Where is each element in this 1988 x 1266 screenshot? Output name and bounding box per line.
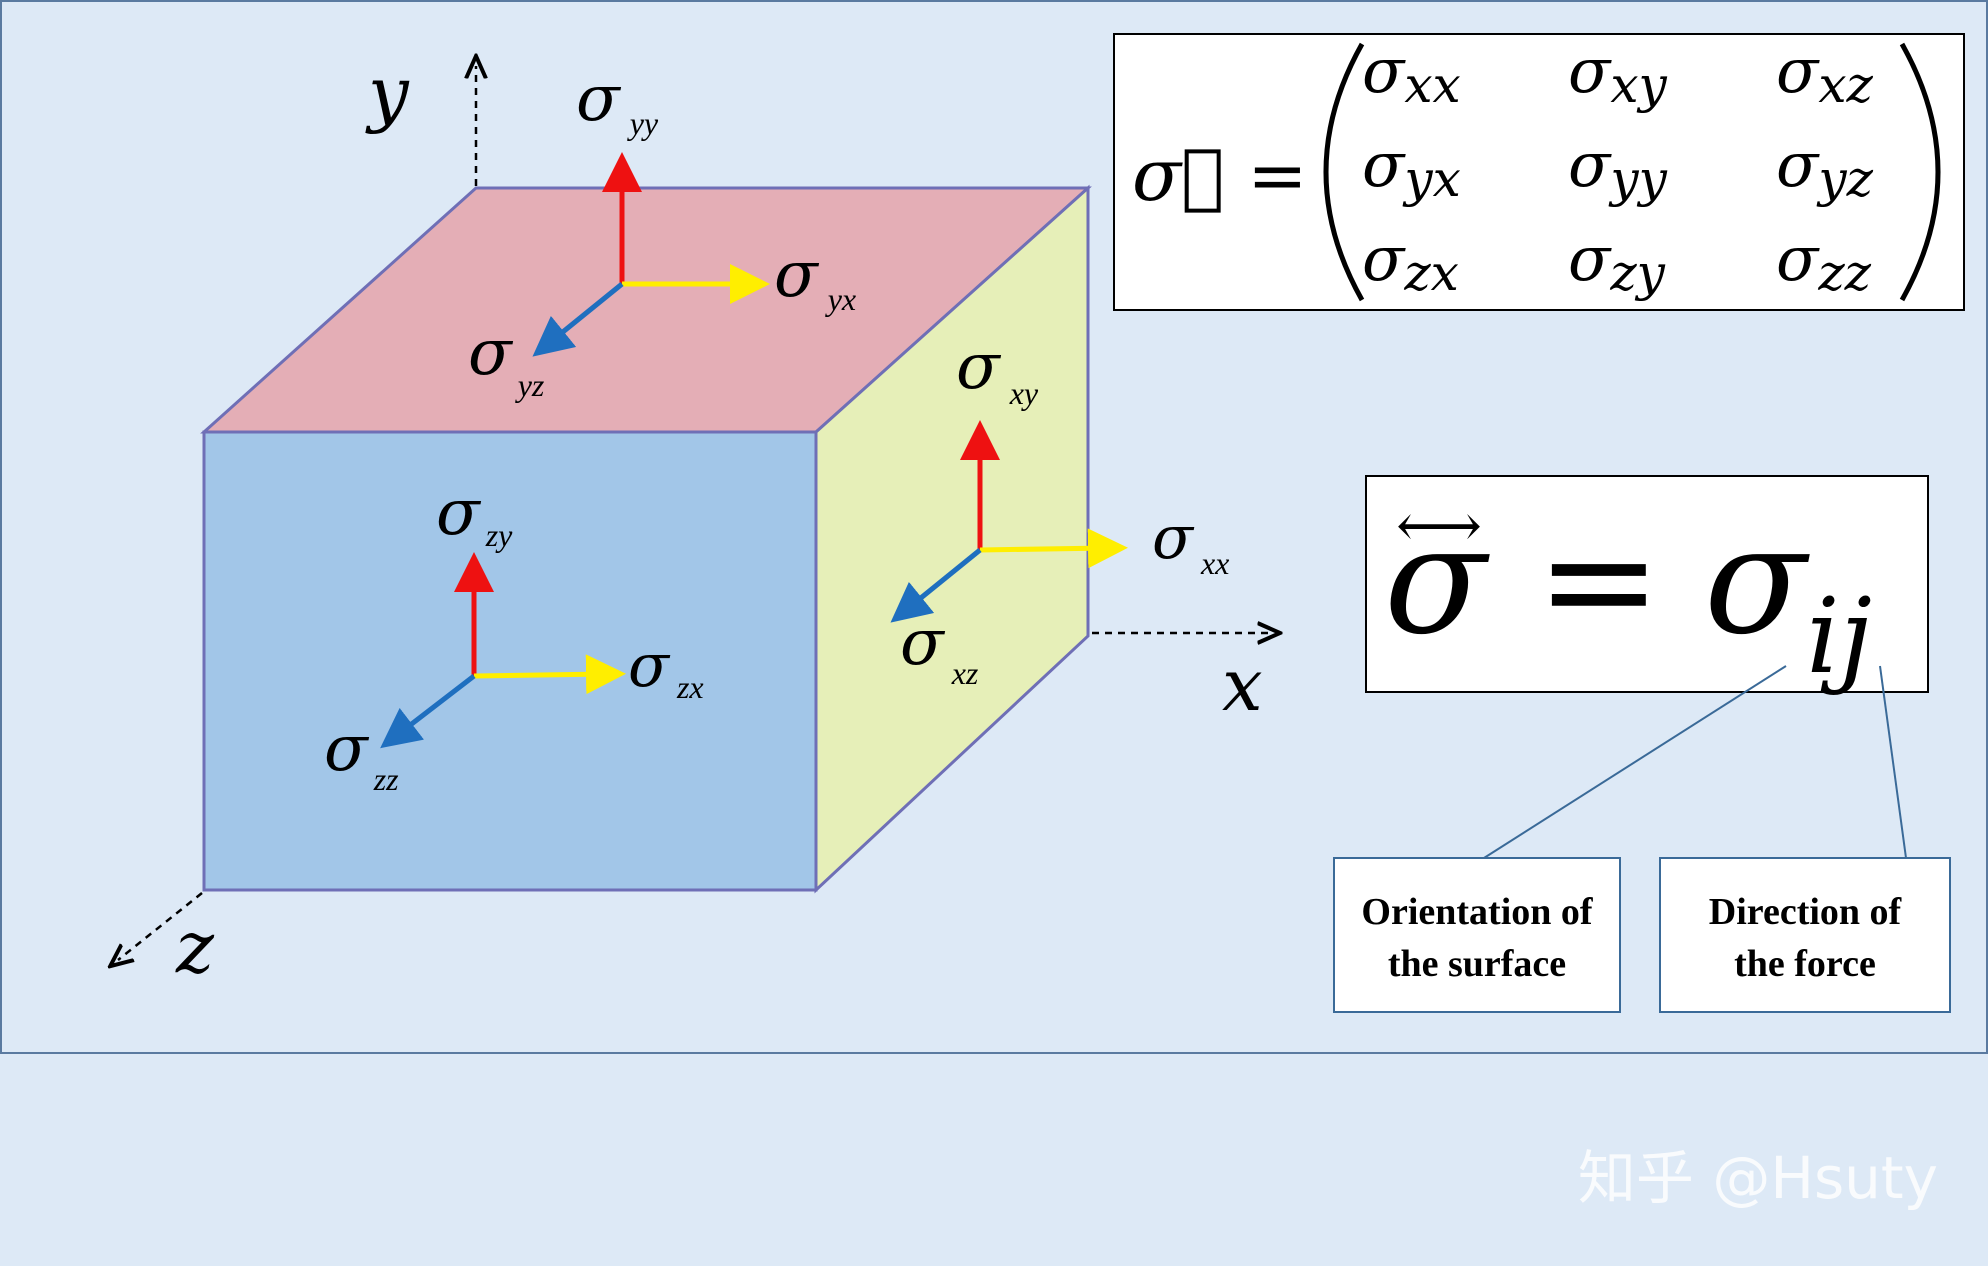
matrix-cell: σzy: [1568, 222, 1666, 302]
matrix-cell: σyz: [1776, 128, 1874, 208]
callout-surface-line1: Orientation of: [1361, 891, 1593, 933]
callout-surface-box: Orientation of the surface: [1333, 857, 1621, 1013]
matrix-cell: σxz: [1776, 34, 1874, 114]
sigma-xz-arrow: [890, 548, 982, 623]
index-notation-box: ⟷ σ = σij: [1365, 475, 1929, 697]
callout-force-line2: the force: [1734, 943, 1876, 985]
index-lhs-sigma: σ: [1384, 494, 1490, 668]
matrix-lhs: σ⃡ =: [1132, 133, 1308, 217]
watermark: 知乎 @Hsuty: [1578, 1144, 1938, 1212]
z-axis-label: z: [175, 905, 215, 989]
callout-force-box: Direction of the force: [1659, 857, 1951, 1013]
index-rhs: σij: [1704, 494, 1872, 697]
index-equals: =: [1536, 494, 1662, 668]
matrix-right-paren: [1899, 42, 1941, 302]
callout-force-line1: Direction of: [1709, 891, 1903, 933]
sigma-xx-arrow: [979, 528, 1128, 569]
sigma-yz-arrow: [532, 282, 624, 357]
matrix-cell: σyx: [1362, 128, 1461, 208]
x-axis-label: x: [1222, 643, 1263, 727]
matrix-left-paren: [1323, 42, 1365, 302]
callout-line-force: [1879, 665, 1907, 859]
side-face-arrows: [890, 420, 1128, 623]
matrix-cell: σzx: [1362, 222, 1459, 302]
callout-line-surface: [1483, 665, 1787, 859]
cube-front-face: [202, 430, 818, 892]
index-lhs-arrow: ⟷: [1396, 491, 1482, 561]
y-axis-label: y: [365, 51, 410, 135]
tensor-matrix-box: σ⃡ = σxx σxy σxz σyx σyy σyz σzx σzy σzz: [1113, 33, 1965, 311]
matrix-cell: σzz: [1776, 222, 1872, 302]
sigma-zz-arrow: [380, 674, 476, 749]
callout-surface-line2: the surface: [1388, 943, 1566, 985]
top-face-arrows: [532, 152, 770, 357]
z-axis-line: [118, 892, 203, 960]
matrix-cell: σxx: [1362, 34, 1461, 114]
front-face-arrows: [380, 552, 626, 749]
matrix-cell: σyy: [1568, 128, 1668, 208]
matrix-cell: σxy: [1568, 34, 1668, 114]
sigma-zx-arrow: [473, 654, 626, 695]
